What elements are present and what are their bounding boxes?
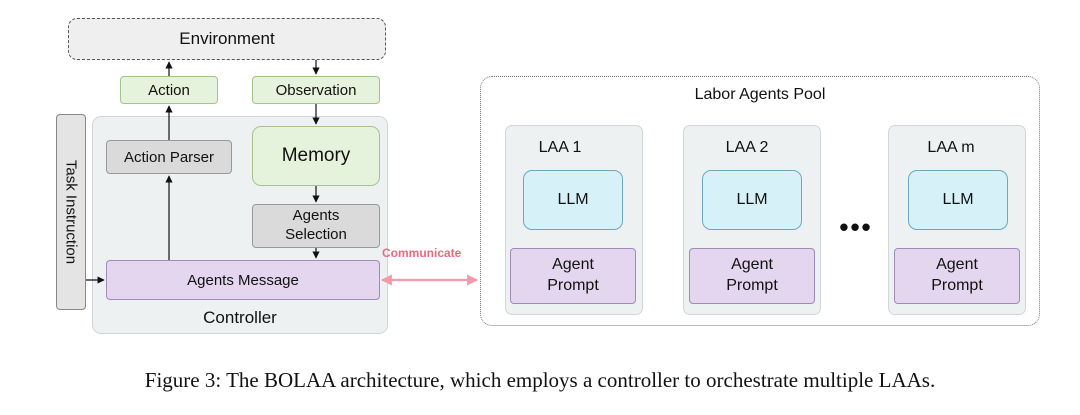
llm-box: LLM xyxy=(523,170,623,230)
more-agents-ellipsis: ••• xyxy=(839,212,873,242)
communicate-label: Communicate xyxy=(382,246,462,260)
laa-title: LAA m xyxy=(927,139,975,156)
labor-agents-pool-title: Labor Agents Pool xyxy=(694,86,826,103)
llm-box: LLM xyxy=(908,170,1008,230)
controller-label: Controller xyxy=(203,308,277,327)
action-box: Action xyxy=(120,76,218,104)
laa-title: LAA 1 xyxy=(538,139,582,156)
agents-selection-box: Agents Selection xyxy=(252,204,380,248)
agent-prompt-box: Agent Prompt xyxy=(510,248,636,304)
task-instruction-box: Task Instruction xyxy=(56,114,86,310)
agent-prompt-box: Agent Prompt xyxy=(894,248,1020,304)
llm-box: LLM xyxy=(702,170,802,230)
memory-box: Memory xyxy=(252,126,380,186)
figure-caption: Figure 3: The BOLAA architecture, which … xyxy=(144,368,936,392)
action-parser-box: Action Parser xyxy=(106,140,232,174)
agent-prompt-box: Agent Prompt xyxy=(689,248,815,304)
environment-box: Environment xyxy=(68,18,386,60)
laa-title: LAA 2 xyxy=(725,139,769,156)
observation-box: Observation xyxy=(252,76,380,104)
agents-message-box: Agents Message xyxy=(106,260,380,300)
